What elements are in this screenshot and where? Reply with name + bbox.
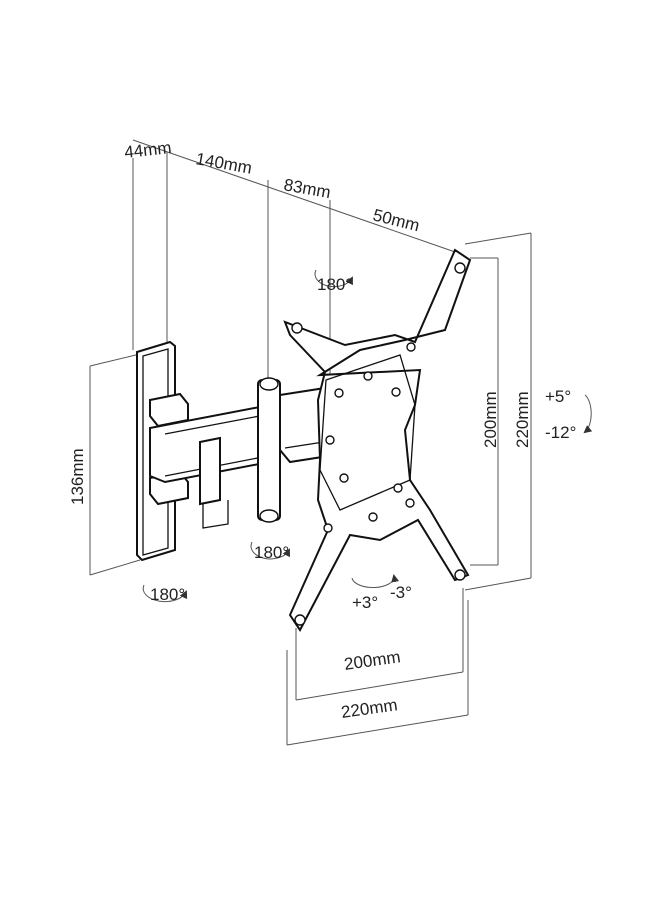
left-dimension-lines: [89, 353, 141, 576]
first-arm-length-label: 140mm: [194, 149, 253, 178]
second-arm-length-label: 83mm: [282, 175, 332, 202]
bottom-dimension-lines: [286, 588, 469, 746]
tilt-up-label: +5°: [545, 387, 571, 406]
level-plus-label: +3°: [352, 593, 378, 612]
wall-swivel-label: 180°: [150, 585, 185, 604]
vesa-vertical-inner-label: 200mm: [481, 391, 500, 448]
tilt-down-label: -12°: [545, 423, 576, 442]
wall-plate-depth-label: 44mm: [123, 138, 172, 162]
wall-plate-height-label: 136mm: [68, 448, 87, 505]
bracket-offset-label: 50mm: [371, 205, 421, 235]
head-swivel-label: 180°: [317, 275, 352, 294]
level-minus-label: -3°: [390, 583, 412, 602]
vesa-vertical-outer-label: 220mm: [513, 391, 532, 448]
vesa-horizontal-outer-label: 220mm: [340, 695, 399, 722]
vesa-horizontal-inner-label: 200mm: [343, 647, 402, 674]
rotation-arrows: [142, 269, 593, 603]
vesa-bracket: [283, 248, 472, 632]
arm-swivel-label: 180°: [254, 543, 289, 562]
right-dimension-lines: [464, 232, 532, 591]
